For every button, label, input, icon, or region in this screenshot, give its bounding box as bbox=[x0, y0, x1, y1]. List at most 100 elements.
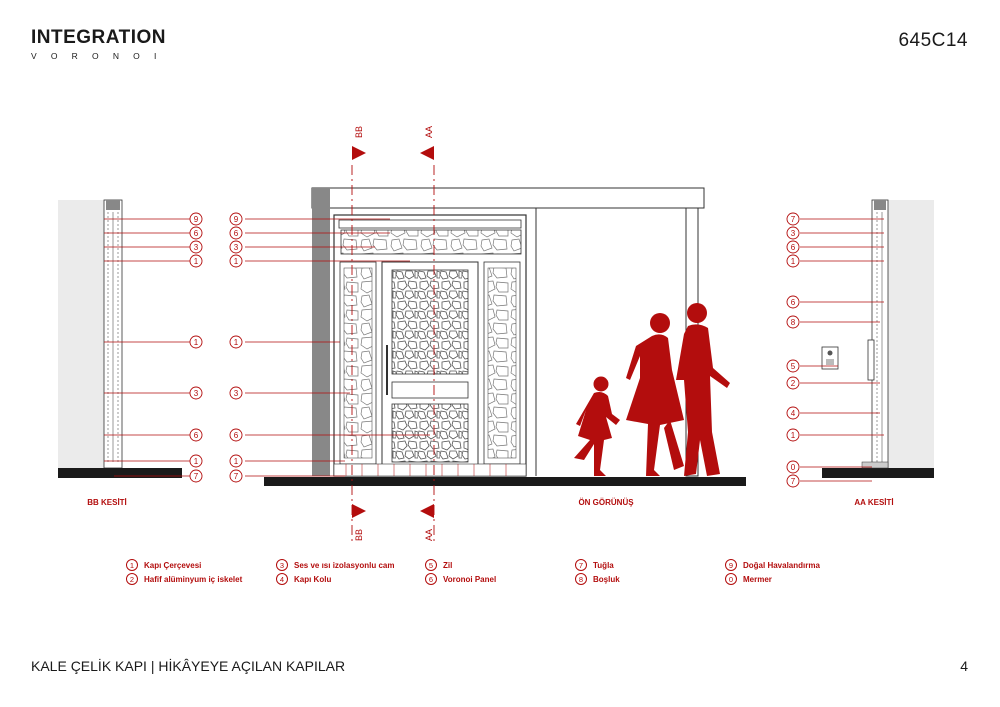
drawing-code: 645C14 bbox=[898, 30, 968, 51]
legend-number: 5 bbox=[425, 559, 437, 571]
aa-callout-lines bbox=[800, 218, 884, 482]
child-silhouette bbox=[574, 376, 620, 476]
legend-label: Boşluk bbox=[593, 574, 620, 584]
callout-circle bbox=[786, 315, 800, 329]
callout-circle bbox=[786, 240, 800, 254]
callout-number: 6 bbox=[234, 431, 239, 440]
callout-number: 3 bbox=[194, 389, 199, 398]
callout-circle bbox=[189, 386, 203, 400]
callout-number: 9 bbox=[194, 215, 199, 224]
aa-marble-sill bbox=[861, 461, 889, 469]
callout-circle bbox=[189, 226, 203, 240]
legend-number: 8 bbox=[575, 573, 587, 585]
legend-label: Kapı Kolu bbox=[294, 574, 332, 584]
front-elevation-title: ÖN GÖRÜNÜŞ bbox=[578, 498, 634, 507]
legend-number: 9 bbox=[725, 559, 737, 571]
legend-label: Zil bbox=[443, 560, 453, 570]
legend-label: Voronoi Panel bbox=[443, 574, 497, 584]
callout-number: 7 bbox=[791, 215, 796, 224]
callout-number: 3 bbox=[194, 243, 199, 252]
transom-panel bbox=[340, 229, 522, 255]
bb-marker-bottom-arrow bbox=[352, 504, 366, 518]
callout-number: 6 bbox=[194, 229, 199, 238]
legend-number: 3 bbox=[276, 559, 288, 571]
legend-item: 8 Boşluk bbox=[575, 573, 620, 585]
woman-silhouette bbox=[626, 313, 684, 476]
callout-circle bbox=[229, 254, 243, 268]
callout-number: 1 bbox=[194, 338, 199, 347]
legend-number: 7 bbox=[575, 559, 587, 571]
callout-circle bbox=[229, 226, 243, 240]
aa-marker-bottom-arrow bbox=[420, 504, 434, 518]
callout-number: 3 bbox=[791, 229, 796, 238]
legend-number: 6 bbox=[425, 573, 437, 585]
callout-number: 9 bbox=[234, 215, 239, 224]
callout-circle bbox=[786, 226, 800, 240]
man-silhouette bbox=[676, 303, 730, 476]
footer-title: KALE ÇELİK KAPI | HİKÂYEYE AÇILAN KAPILA… bbox=[31, 658, 346, 674]
callout-number: 1 bbox=[791, 257, 796, 266]
callout-circle bbox=[229, 454, 243, 468]
bb-wall bbox=[58, 200, 104, 468]
door-mid-rail bbox=[391, 381, 469, 399]
callout-circle bbox=[786, 295, 800, 309]
callout-circle bbox=[786, 254, 800, 268]
callout-number: 0 bbox=[791, 463, 796, 472]
legend-number: 0 bbox=[725, 573, 737, 585]
callout-number: 8 bbox=[791, 318, 796, 327]
callout-number: 1 bbox=[234, 457, 239, 466]
legend-label: Ses ve ısı izolasyonlu cam bbox=[294, 560, 395, 570]
aa-lintel bbox=[874, 200, 886, 210]
legend-item: 4 Kapı Kolu bbox=[276, 573, 331, 585]
aa-door-profile bbox=[871, 199, 889, 469]
callout-circle bbox=[229, 386, 243, 400]
aa-marker-top-arrow bbox=[420, 146, 434, 160]
legend-number: 4 bbox=[276, 573, 288, 585]
callout-number: 6 bbox=[194, 431, 199, 440]
callout-circle bbox=[189, 212, 203, 226]
bb-floor bbox=[58, 468, 182, 478]
callout-circle bbox=[189, 335, 203, 349]
front-beam bbox=[311, 187, 705, 209]
callout-circle bbox=[189, 254, 203, 268]
ventilation-strip bbox=[338, 219, 522, 229]
legend-number: 2 bbox=[126, 573, 138, 585]
callout-circle bbox=[229, 240, 243, 254]
door-lower-panel bbox=[391, 403, 469, 463]
aa-section-title: AA KESİTİ bbox=[854, 498, 893, 507]
aa-section bbox=[821, 199, 934, 478]
callout-number: 4 bbox=[791, 409, 796, 418]
aa-handle bbox=[867, 339, 875, 381]
aa-floor bbox=[822, 468, 934, 478]
callout-number: 6 bbox=[234, 229, 239, 238]
callout-number: 7 bbox=[234, 472, 239, 481]
callout-number: 1 bbox=[234, 338, 239, 347]
front-left-column bbox=[312, 188, 330, 476]
bb-marker-top-arrow bbox=[352, 146, 366, 160]
callout-circle bbox=[786, 212, 800, 226]
callout-circle bbox=[189, 240, 203, 254]
callout-circle bbox=[189, 454, 203, 468]
callout-circle bbox=[229, 469, 243, 483]
section-cut-markers: BB AA BB AA bbox=[351, 126, 435, 545]
page-number: 4 bbox=[960, 658, 968, 674]
callout-number: 1 bbox=[194, 257, 199, 266]
legend-label: Doğal Havalandırma bbox=[743, 560, 820, 570]
callout-circle bbox=[786, 474, 800, 488]
left-sidelight bbox=[343, 267, 373, 459]
callout-number: 1 bbox=[194, 457, 199, 466]
bb-callout-lines bbox=[104, 218, 190, 477]
callout-number: 6 bbox=[791, 298, 796, 307]
legend-item: 9 Doğal Havalandırma bbox=[725, 559, 820, 571]
people-silhouettes bbox=[574, 303, 730, 476]
legend-item: 6 Voronoi Panel bbox=[425, 573, 496, 585]
aa-marker-top-label: AA bbox=[424, 126, 434, 138]
callout-circle bbox=[786, 460, 800, 474]
